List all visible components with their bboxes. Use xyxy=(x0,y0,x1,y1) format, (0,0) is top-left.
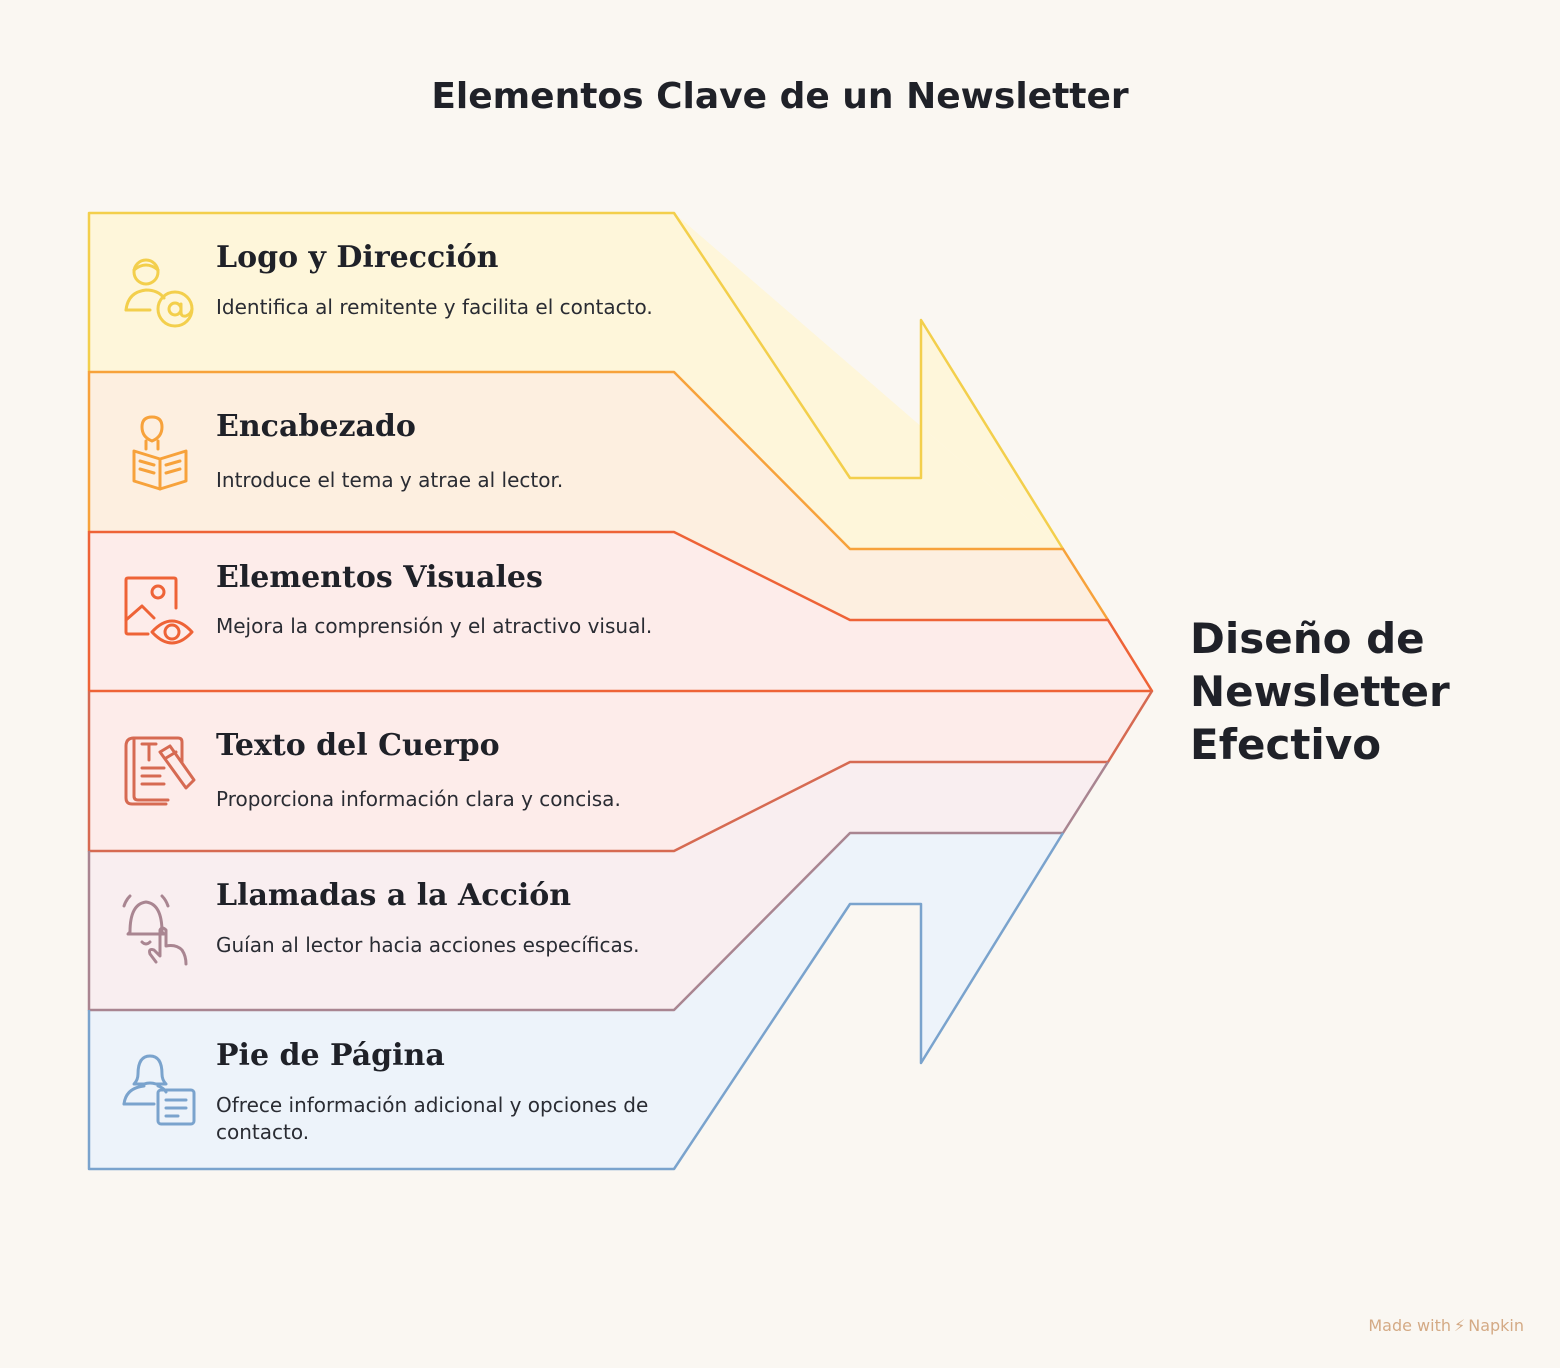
band-fill-2 xyxy=(89,372,1108,620)
napkin-logo-icon: ⚡ xyxy=(1453,1316,1466,1335)
item-description-3: Mejora la comprensión y el atractivo vis… xyxy=(216,614,653,638)
item-heading-2: Encabezado xyxy=(216,409,416,444)
made-with-label: Made with xyxy=(1368,1316,1451,1335)
band-fill-6 xyxy=(89,833,1063,1169)
item-description-4: Proporciona información clara y concisa. xyxy=(216,787,621,811)
item-heading-4: Texto del Cuerpo xyxy=(216,728,500,763)
band-line-6 xyxy=(87,832,1065,1171)
item-heading-6: Pie de Página xyxy=(216,1038,445,1073)
band-fill-3 xyxy=(89,532,1152,691)
band-line-1 xyxy=(87,211,1065,550)
item-heading-3: Elementos Visuales xyxy=(216,560,543,595)
person-at-icon xyxy=(124,258,194,328)
made-with-napkin-footer[interactable]: Made with⚡Napkin xyxy=(1368,1316,1524,1335)
band-fill-1-tip xyxy=(674,213,1063,549)
item-heading-1: Logo y Dirección xyxy=(216,240,499,275)
item-heading-5: Llamadas a la Acción xyxy=(216,878,572,913)
band-fill-4 xyxy=(89,691,1152,851)
reading-newspaper-icon xyxy=(132,415,188,491)
image-eye-icon xyxy=(124,576,194,645)
goal-label: Diseño de Newsletter Efectivo xyxy=(1190,614,1450,769)
item-description-1: Identifica al remitente y facilita el co… xyxy=(216,295,653,319)
napkin-brand-label: Napkin xyxy=(1468,1316,1524,1335)
item-description-6: Ofrece información adicional y opciones … xyxy=(216,1093,649,1144)
bell-touch-icon xyxy=(122,894,188,966)
band-line-2 xyxy=(87,370,1110,621)
document-pencil-icon xyxy=(124,736,196,806)
band-line-4 xyxy=(87,690,1154,853)
band-fill-1 xyxy=(89,213,1063,549)
band-line-5 xyxy=(87,761,1110,1012)
band-fill-5 xyxy=(89,762,1108,1010)
diagram-title: Elementos Clave de un Newsletter xyxy=(431,76,1129,117)
person-document-icon xyxy=(122,1054,196,1126)
item-description-2: Introduce el tema y atrae al lector. xyxy=(216,468,564,492)
item-description-5: Guían al lector hacia acciones específic… xyxy=(216,933,640,957)
